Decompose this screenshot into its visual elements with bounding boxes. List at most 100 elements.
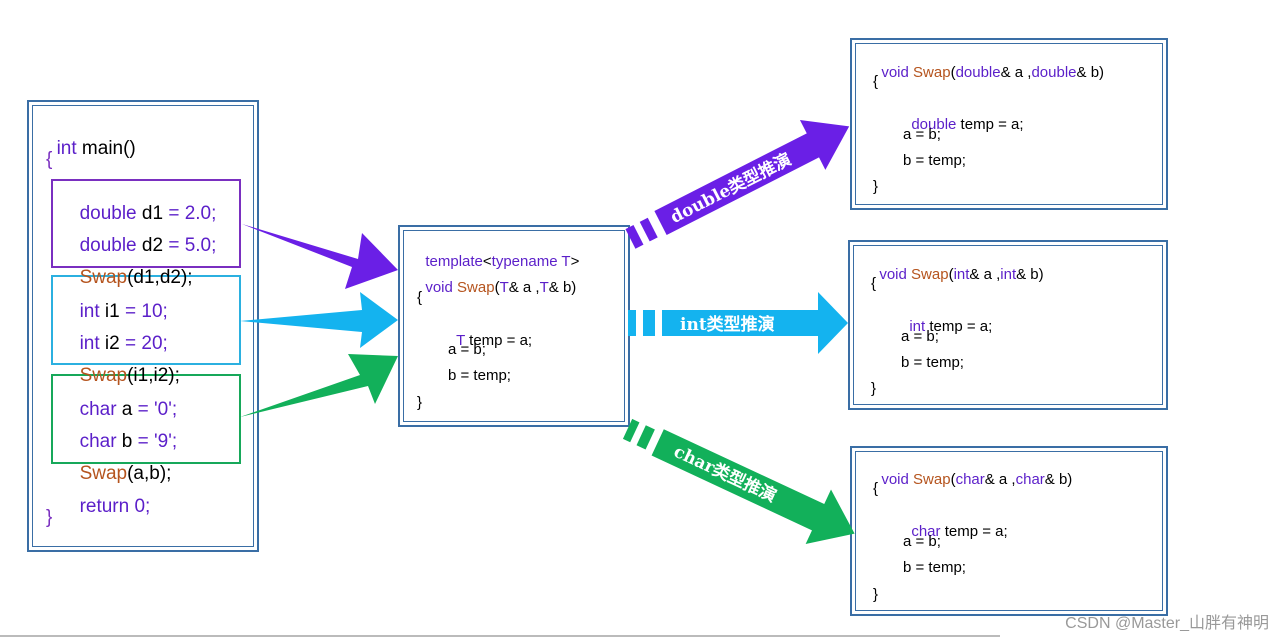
double-open-brace: { <box>873 73 879 90</box>
value-d1: = 2.0; <box>168 203 217 224</box>
int-dash-2 <box>643 310 655 336</box>
char-deduction-label: char类型推演 <box>670 441 779 507</box>
param-a: & a , <box>508 279 540 296</box>
int-keyword: int <box>1000 266 1017 283</box>
swap-name: Swap <box>913 471 951 488</box>
purple-input-arrow <box>242 224 398 289</box>
angle-open: < <box>482 253 492 270</box>
var-b: b <box>116 431 138 452</box>
char-keyword: char <box>79 431 117 452</box>
temp-assign: temp = a; <box>464 332 533 349</box>
int-signature: void Swap(int& a ,int& b) <box>871 249 1044 283</box>
char-temp-line: char temp = a; <box>903 506 1008 540</box>
int-keyword: int <box>79 333 100 354</box>
param-a: & a , <box>1000 64 1032 81</box>
line-swap-d: Swap(d1,d2); <box>69 245 193 289</box>
int-deduction-arrow: int类型推演 <box>628 292 848 354</box>
var-a: a <box>116 399 138 420</box>
template-open-brace: { <box>417 289 423 306</box>
var-i1: i1 <box>99 301 125 322</box>
bottom-divider <box>0 635 1000 637</box>
paren-open: ( <box>950 471 956 488</box>
param-a: & a , <box>984 471 1016 488</box>
char-btemp-line: b = temp; <box>903 559 966 576</box>
main-name: main() <box>76 138 136 159</box>
template-line-1: template<typename T> <box>417 236 579 270</box>
return-line: return 0; <box>69 474 151 518</box>
swap-args: (d1,d2); <box>127 267 193 288</box>
double-keyword: double <box>79 235 137 256</box>
main-function-box <box>27 100 259 552</box>
int-deduction-label: int类型推演 <box>680 314 775 335</box>
param-b: & b) <box>1044 471 1073 488</box>
return-keyword: return <box>79 496 130 517</box>
int-keyword: int <box>909 318 926 335</box>
void-keyword: void <box>881 471 914 488</box>
char-arrow-body <box>651 429 855 544</box>
swap-call: Swap <box>79 463 128 484</box>
double-deduction-label: double类型推演 <box>667 149 795 228</box>
template-box-inner <box>403 230 625 422</box>
param-b: & b) <box>1076 64 1105 81</box>
type-t: T <box>499 279 509 296</box>
type-t: T <box>456 332 465 349</box>
line-double-d1: double d1 = 2.0; <box>69 181 217 225</box>
double-ab-line: a = b; <box>903 126 941 143</box>
main-function-box-inner <box>32 105 254 547</box>
temp-assign: temp = a; <box>940 523 1008 540</box>
int-group-box <box>51 275 241 365</box>
swap-args: (i1,i2); <box>127 365 180 386</box>
char-open-brace: { <box>873 480 879 497</box>
paren-open: ( <box>494 279 500 296</box>
char-group-box <box>51 374 241 464</box>
int-instance-box <box>848 240 1168 410</box>
template-line-ab: a = b; <box>448 341 486 358</box>
int-open-brace: { <box>871 275 877 292</box>
template-line-btemp: b = temp; <box>448 367 511 384</box>
char-keyword: char <box>1015 471 1045 488</box>
var-d1: d1 <box>136 203 169 224</box>
int-dash-1 <box>628 310 636 336</box>
value-b: = '9'; <box>137 431 178 452</box>
int-temp-line: int temp = a; <box>901 301 992 335</box>
char-dash-1 <box>622 418 640 443</box>
int-arrow-body <box>662 292 848 354</box>
template-box <box>398 225 630 427</box>
var-d2: d2 <box>136 235 169 256</box>
char-instance-box-inner <box>855 451 1163 611</box>
var-i2: i2 <box>99 333 125 354</box>
blue-input-arrow <box>240 292 398 348</box>
type-param: T <box>557 253 571 270</box>
angle-close: > <box>570 253 580 270</box>
char-deduction-arrow: char类型推演 <box>622 418 855 544</box>
template-line-2: void Swap(T& a ,T& b) <box>417 262 576 296</box>
main-int-keyword: int <box>56 138 77 159</box>
value-d2: = 5.0; <box>168 235 217 256</box>
double-signature: void Swap(double& a ,double& b) <box>873 47 1104 81</box>
type-t: T <box>539 279 549 296</box>
temp-assign: temp = a; <box>956 116 1024 133</box>
double-arrow-body <box>654 119 850 236</box>
green-input-arrow <box>240 354 398 417</box>
char-ab-line: a = b; <box>903 533 941 550</box>
void-keyword: void <box>879 266 912 283</box>
param-b: & b) <box>1016 266 1044 283</box>
watermark: CSDN @Master_山胖有神明 <box>1065 615 1269 632</box>
double-keyword: double <box>911 116 957 133</box>
char-instance-box <box>850 446 1168 616</box>
temp-assign: temp = a; <box>925 318 993 335</box>
main-close-brace: } <box>46 507 53 528</box>
swap-call: Swap <box>79 267 128 288</box>
double-group-box <box>51 179 241 268</box>
double-dash-2 <box>639 217 658 242</box>
template-line-temp: T temp = a; <box>448 315 532 349</box>
void-keyword: void <box>425 279 458 296</box>
double-dash-1 <box>625 225 644 249</box>
char-keyword: char <box>79 399 117 420</box>
swap-args: (a,b); <box>127 463 172 484</box>
value-a: = '0'; <box>137 399 178 420</box>
int-ab-line: a = b; <box>901 328 939 345</box>
double-keyword: double <box>79 203 137 224</box>
char-close-brace: } <box>873 586 879 603</box>
